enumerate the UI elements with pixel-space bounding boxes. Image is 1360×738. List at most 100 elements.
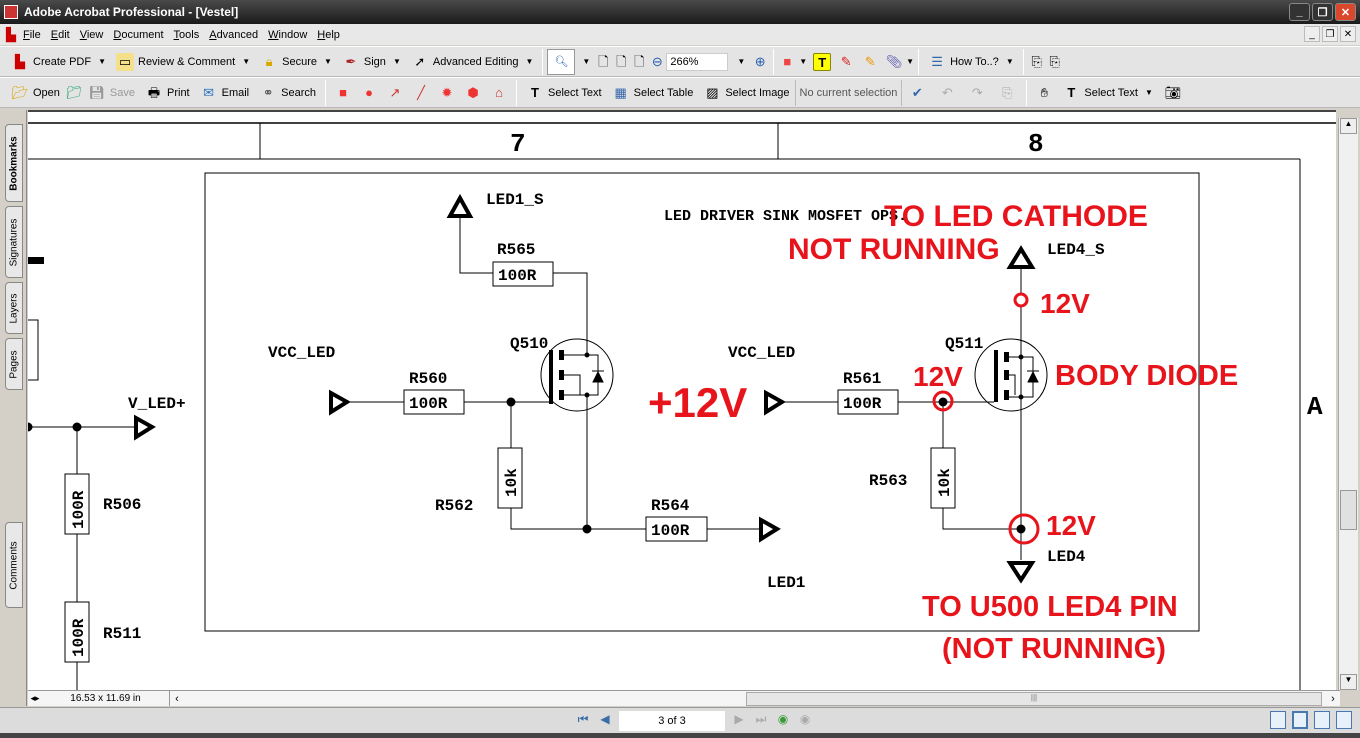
organizer-icon[interactable]: 📁︎	[65, 84, 83, 100]
select-table-button[interactable]: ▦Select Table	[607, 80, 699, 106]
highlighter-icon[interactable]: ✎	[864, 53, 876, 69]
open-button[interactable]: 📂︎Open	[11, 84, 60, 100]
sign-button[interactable]: ✒Sign▼	[337, 49, 406, 75]
create-pdf-button[interactable]: ▙Create PDF▼	[6, 49, 111, 75]
port-led4	[1006, 561, 1036, 584]
page-number-input[interactable]: 3 of 3	[619, 711, 725, 731]
rectangle-comment-icon[interactable]: ■	[783, 53, 792, 69]
image-select-icon: ▨	[706, 84, 719, 100]
text-cursor-icon: T	[531, 84, 539, 100]
zoom-in-button[interactable]: ⊕	[754, 53, 766, 69]
zoom-level-input[interactable]: 266%	[666, 52, 729, 71]
previous-view-button[interactable]: ◉	[777, 712, 789, 726]
single-page-icon[interactable]	[1270, 711, 1286, 729]
select-image-button[interactable]: ▨Select Image	[698, 80, 794, 106]
first-page-button[interactable]: ⏮	[577, 712, 589, 726]
annotation-not-running: NOT RUNNING	[788, 233, 1000, 266]
secure-button[interactable]: 🔒︎Secure▼	[255, 49, 337, 75]
copy-icon[interactable]: ⎘	[1002, 84, 1013, 100]
zoom-level-dropdown[interactable]: ▼	[737, 57, 746, 66]
split-handle-icon[interactable]: ◂▸	[30, 693, 40, 703]
tab-pages[interactable]: Pages	[5, 338, 23, 390]
tab-signatures[interactable]: Signatures	[5, 206, 23, 278]
menu-window[interactable]: Window	[268, 28, 308, 41]
extract-pages-icon[interactable]: ⎘	[1031, 53, 1042, 69]
page-layout-buttons	[1270, 711, 1352, 729]
restore-button[interactable]: ❐	[1312, 3, 1333, 21]
undo-icon[interactable]: ↶	[941, 84, 953, 100]
search-button[interactable]: ⚭Search	[254, 80, 321, 106]
menu-file[interactable]: File	[23, 28, 41, 41]
doc-minimize-button[interactable]: _	[1304, 26, 1320, 42]
doc-restore-button[interactable]: ❐	[1322, 26, 1338, 42]
next-view-button[interactable]: ◉	[799, 712, 811, 726]
tab-bookmarks[interactable]: Bookmarks	[5, 124, 23, 202]
scroll-left-button[interactable]: ‹	[175, 692, 179, 705]
redo-icon[interactable]: ↷	[971, 84, 983, 100]
line-tool-icon[interactable]: ╱	[417, 84, 425, 100]
fit-page-icon[interactable]: 🗋	[616, 53, 627, 69]
menu-view[interactable]: View	[79, 28, 104, 41]
insert-pages-icon[interactable]: ⎘	[1049, 53, 1060, 69]
actual-size-icon[interactable]: 🗋	[598, 53, 609, 69]
zoom-tool-dropdown[interactable]: ▼	[582, 57, 591, 66]
hand-tool-icon[interactable]: ✋︎	[1040, 84, 1049, 100]
annotation-source-voltage: 12V	[1046, 510, 1096, 541]
vertical-scrollbar[interactable]: ▲ ▼	[1338, 118, 1358, 690]
menu-document[interactable]: Document	[113, 28, 164, 41]
rectangle-tool-icon[interactable]: ■	[339, 84, 347, 100]
print-button[interactable]: 🖶Print	[140, 80, 195, 106]
scroll-up-button[interactable]: ▲	[1340, 118, 1357, 134]
zoom-out-button[interactable]: ⊖	[651, 53, 663, 69]
continuous-facing-icon[interactable]	[1314, 711, 1330, 729]
attach-dropdown[interactable]: ▼	[906, 57, 915, 66]
menu-tools[interactable]: Tools	[173, 28, 200, 41]
scroll-right-button[interactable]: ›	[1331, 692, 1335, 705]
tab-comments[interactable]: Comments	[5, 522, 23, 608]
save-button[interactable]: 💾︎Save	[88, 84, 135, 100]
last-page-button[interactable]: ⏭	[755, 712, 767, 726]
polygon-line-tool-icon[interactable]: ⌂	[495, 84, 503, 100]
rectangle-dropdown[interactable]: ▼	[799, 57, 808, 66]
pencil-icon[interactable]: ✎	[840, 53, 852, 69]
snapshot-camera-icon[interactable]: 📷︎	[1164, 84, 1182, 100]
oval-tool-icon[interactable]: ●	[365, 84, 373, 100]
menu-edit[interactable]: Edit	[50, 28, 70, 41]
spell-check-icon[interactable]: ✔	[911, 84, 923, 100]
arrow-tool-icon[interactable]: ↗	[389, 84, 401, 100]
previous-page-button[interactable]: ◀	[600, 712, 610, 726]
scroll-down-button[interactable]: ▼	[1340, 674, 1357, 690]
zoom-in-tool[interactable]: 🔍︎	[547, 48, 576, 75]
how-to-button[interactable]: ☰How To..?▼	[923, 49, 1019, 75]
email-button[interactable]: ✉Email	[195, 80, 255, 106]
annotation-to-u500: TO U500 LED4 PIN	[922, 591, 1178, 623]
taskbar-edge	[0, 733, 1360, 738]
tab-layers[interactable]: Layers	[5, 282, 23, 334]
vertical-scroll-thumb[interactable]	[1340, 490, 1357, 530]
attach-file-icon[interactable]: 📎︎	[885, 53, 903, 69]
horizontal-scroll-thumb[interactable]: |||	[746, 692, 1322, 706]
continuous-page-icon[interactable]	[1292, 711, 1308, 729]
review-comment-button[interactable]: ▭Review & Comment▼	[111, 49, 255, 75]
document-view[interactable]: 7 8 A V_LED+ 100R R506 100R R511 LED DRI…	[28, 110, 1336, 690]
close-button[interactable]: ✕	[1335, 3, 1356, 21]
q510-ref: Q510	[510, 335, 548, 353]
menu-help[interactable]: Help	[317, 28, 340, 41]
fit-width-icon[interactable]: 🗋	[634, 53, 645, 69]
menu-advanced[interactable]: Advanced	[209, 28, 259, 41]
annotation-plus12v: +12V	[648, 379, 747, 426]
facing-page-icon[interactable]	[1336, 711, 1352, 729]
section-box	[204, 172, 1200, 632]
polygon-tool-icon[interactable]: ⬢	[467, 84, 479, 100]
text-box-icon[interactable]: T	[813, 52, 832, 71]
doc-close-button[interactable]: ✕	[1340, 26, 1356, 42]
next-page-button[interactable]: ▶	[734, 712, 744, 726]
cloud-tool-icon[interactable]: ✹	[441, 84, 453, 100]
advanced-editing-button[interactable]: ➚Advanced Editing▼	[406, 49, 539, 75]
minimize-button[interactable]: _	[1289, 3, 1310, 21]
horizontal-scrollbar[interactable]: ◂▸ 16.53 x 11.69 in ‹ ||| ›	[28, 690, 1340, 706]
folder-open-icon: 📂︎	[11, 84, 29, 100]
junction-dot	[582, 524, 592, 534]
